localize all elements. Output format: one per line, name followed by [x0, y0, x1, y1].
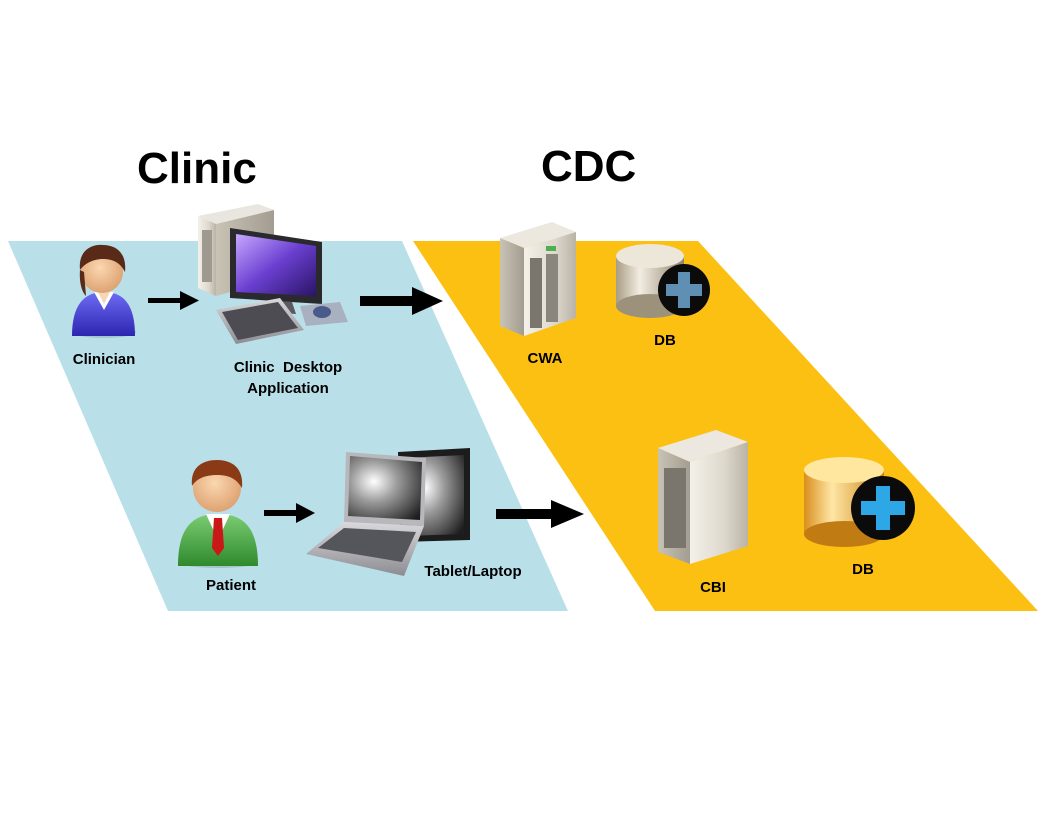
tablet-laptop-label: Tablet/Laptop	[424, 563, 522, 580]
clinic-desktop-label-line2: Application	[247, 380, 329, 397]
laptop-tablet-icon	[306, 448, 470, 576]
arrow-clinician-to-desktop	[148, 291, 199, 310]
cdc-title: CDC	[541, 142, 636, 191]
clinician-label: Clinician	[72, 351, 136, 368]
patient-label: Patient	[205, 577, 256, 594]
arrow-laptop-to-cbi	[496, 500, 584, 528]
patient-person-icon	[178, 460, 258, 568]
arrow-patient-to-laptop	[264, 503, 315, 523]
cwa-server-icon	[500, 222, 576, 336]
cbi-label: CBI	[700, 579, 726, 596]
clinic-desktop-label-line1: Clinic Desktop	[233, 359, 343, 376]
clinician-person-icon	[72, 244, 136, 338]
db-top-label: DB	[654, 332, 676, 349]
db-top-icon	[616, 244, 710, 318]
db-bottom-label: DB	[852, 561, 874, 578]
cwa-label: CWA	[527, 350, 563, 367]
desktop-computer-icon	[198, 204, 348, 344]
cbi-server-icon	[658, 430, 748, 564]
clinic-title: Clinic	[137, 144, 257, 193]
db-bottom-icon	[804, 457, 915, 547]
arrow-desktop-to-cwa	[360, 287, 443, 315]
